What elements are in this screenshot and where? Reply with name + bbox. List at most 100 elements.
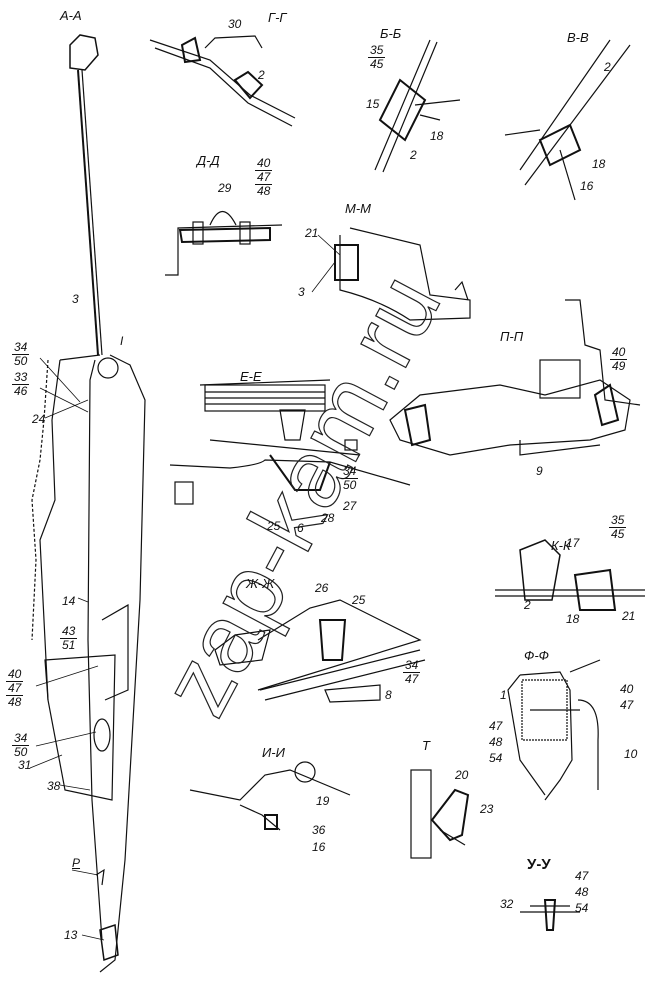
label-16: 16: [580, 179, 594, 193]
label-23: 23: [480, 802, 494, 816]
section-vv-drawing: [504, 39, 631, 201]
section-kk-drawing: [495, 539, 645, 611]
label-43: 43: [60, 624, 78, 639]
label-27: 27: [343, 499, 357, 513]
label-18: 18: [566, 612, 580, 626]
label-28: 28: [321, 511, 335, 525]
label-48: 48: [8, 695, 22, 709]
label-9: 9: [536, 464, 543, 478]
label-48: 48: [489, 735, 503, 749]
label-2: 2: [258, 68, 265, 82]
label-32: 32: [500, 897, 514, 911]
label-45: 45: [370, 57, 384, 71]
label-46: 46: [14, 384, 28, 398]
label-47: 47: [575, 869, 589, 883]
label-17: 17: [566, 536, 580, 550]
section-vv-title: В-В: [567, 30, 589, 45]
leader-lines: [29, 234, 341, 941]
label-10: 10: [624, 747, 638, 761]
section-ff-title: Ф-Ф: [524, 648, 549, 663]
section-t-drawing: [410, 769, 470, 859]
label-54: 54: [575, 901, 589, 915]
label-50: 50: [14, 354, 28, 368]
section-uu-drawing: [520, 899, 580, 931]
label-40: 40: [6, 667, 24, 682]
label-1: 1: [500, 688, 507, 702]
section-dd-drawing: [165, 210, 283, 276]
label-47: 47: [489, 719, 503, 733]
label-8: 8: [385, 688, 392, 702]
label-2: 2: [524, 598, 531, 612]
label-34: 34: [341, 464, 359, 479]
label-detail-i: I: [120, 334, 124, 348]
label-21: 21: [305, 226, 319, 240]
label-48: 48: [257, 184, 271, 198]
label-47: 47: [6, 681, 24, 696]
label-19: 19: [316, 794, 330, 808]
section-bb-title: Б-Б: [380, 26, 402, 41]
section-dd-title: Д-Д: [197, 153, 220, 168]
section-ee-title: Е-Е: [240, 369, 262, 384]
label-18: 18: [592, 157, 606, 171]
label-25: 25: [267, 519, 281, 533]
label-30: 30: [228, 17, 242, 31]
label-34: 34: [403, 658, 421, 673]
section-ee-drawing: [169, 379, 411, 505]
section-mm-title: М-М: [345, 201, 371, 216]
section-aa-title: А-А: [60, 8, 82, 23]
section-zhzh-drawing: [214, 599, 426, 703]
section-ii-drawing: [189, 761, 351, 831]
label-15: 15: [366, 97, 380, 111]
label-14: 14: [62, 594, 76, 608]
label-3: 3: [298, 285, 305, 299]
label-45: 45: [611, 527, 625, 541]
label-29: 29: [218, 181, 232, 195]
section-t-title: Т: [422, 738, 430, 753]
label-51: 51: [62, 638, 76, 652]
label-47-48-54: 47 48 54: [489, 718, 502, 766]
section-bb-drawing: [374, 39, 461, 173]
section-zhzh-title: Ж-Ж: [246, 576, 275, 591]
label-47: 47: [620, 698, 634, 712]
label-48: 48: [575, 885, 589, 899]
label-34: 34: [12, 340, 30, 355]
label-3: 3: [72, 292, 79, 306]
section-kk-title: К-К: [551, 538, 571, 553]
label-35: 35: [368, 43, 386, 58]
label-2: 2: [410, 148, 417, 162]
section-uu-title: У-У: [527, 856, 551, 873]
label-49: 49: [612, 359, 626, 373]
label-40: 40: [255, 156, 273, 171]
section-gg-drawing: [149, 35, 296, 127]
label-21: 21: [622, 609, 636, 623]
label-24: 24: [32, 412, 46, 426]
label-20: 20: [455, 768, 469, 782]
label-50: 50: [343, 478, 357, 492]
label-6: 6: [297, 521, 304, 535]
label-47: 47: [405, 672, 419, 686]
label-34: 34: [12, 731, 30, 746]
section-gg-title: Г-Г: [268, 10, 287, 25]
label-40: 40: [620, 682, 634, 696]
label-54: 54: [489, 751, 503, 765]
label-16: 16: [312, 840, 326, 854]
label-50: 50: [14, 745, 28, 759]
section-ii-title: И-И: [262, 745, 285, 760]
label-26: 26: [315, 581, 329, 595]
label-40: 40: [610, 345, 628, 360]
section-mm-drawing: [334, 227, 471, 321]
section-ff-drawing: [507, 659, 601, 801]
label-33: 33: [12, 370, 30, 385]
label-25: 25: [352, 593, 366, 607]
